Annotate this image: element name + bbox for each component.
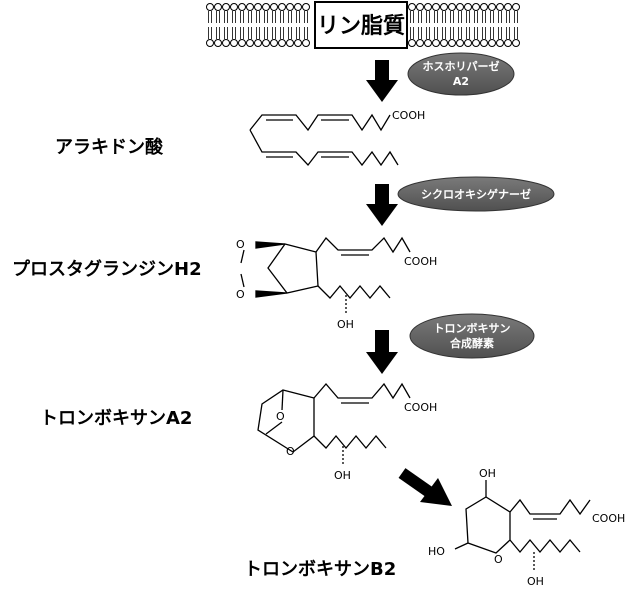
arachidonic-acid-structure [249,113,399,167]
enzyme-cox-line1: シクロオキシゲナーゼ [421,187,531,201]
txa2-oh: OH [334,469,351,482]
enzyme-cox: シクロオキシゲナーゼ [397,176,555,212]
enzyme-txs-line1: トロンボキサン [434,321,511,335]
txa2-name: トロンボキサンA2 [40,408,192,429]
arachidonic-cooh: COOH [392,109,425,122]
enzyme-txs: トロンボキサン 合成酵素 [409,313,535,359]
arrow-txs [366,330,398,374]
enzyme-pla2-line2: A2 [453,75,469,88]
pgh2-structure [240,236,411,313]
bilayer-left [206,3,310,47]
pgh2-o-bottom: O [236,288,245,301]
arrow-pla2 [366,60,398,102]
txb2-oh-top: OH [479,467,496,480]
arrow-cox [366,184,398,226]
pgh2-name: プロスタグランジンH2 [12,258,202,280]
phospholipid-box [314,1,408,49]
enzyme-txs-line2: 合成酵素 [450,336,494,350]
enzyme-pla2-line1: ホスホリパーゼ [423,59,500,73]
bilayer-right [408,3,520,47]
pgh2-o-top: O [236,238,245,251]
enzyme-pla2: ホスホリパーゼ A2 [407,52,515,96]
pgh2-cooh: COOH [404,255,437,268]
txa2-structure [257,382,411,464]
arrow-diagonal [398,468,452,506]
txa2-cooh: COOH [404,401,437,414]
lipid-bilayer: リン脂質 [206,1,520,49]
arachidonic-acid-name: アラキドン酸 [55,136,164,158]
pgh2-oh: OH [337,318,354,331]
txb2-structure [454,480,591,570]
txb2-cooh: COOH [592,512,625,525]
txb2-oh-bottom: OH [527,575,544,588]
txb2-ho-left: HO [428,545,445,558]
txa2-o-bridge: O [276,410,285,423]
txb2-name: トロンボキサンB2 [244,559,396,580]
txb2-o-ring: O [494,553,503,566]
phospholipid-label: リン脂質 [317,13,405,39]
txa2-o-ring: O [286,445,295,458]
